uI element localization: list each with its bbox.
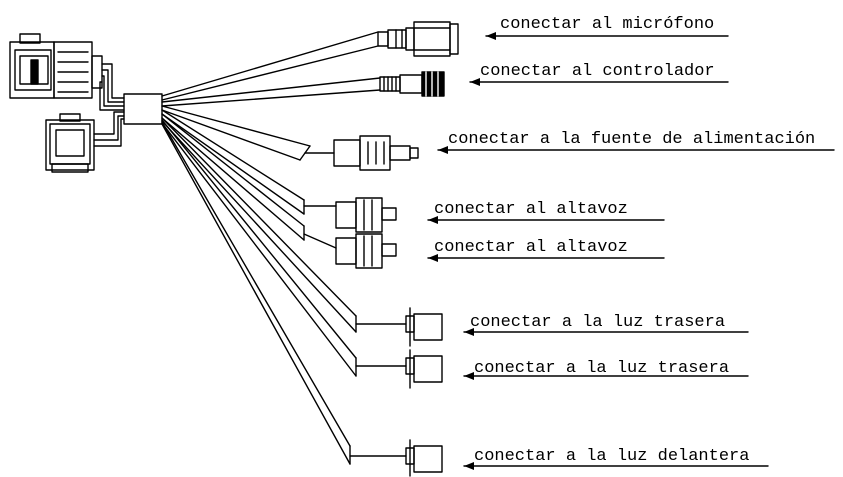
label-speaker-1: conectar al altavoz [434,200,628,219]
main-connector [9,33,103,99]
wire-bundle [93,63,125,147]
controller-connector-icon [425,71,439,97]
microphone-connector-icon [395,29,403,49]
label-speaker-2: conectar al altavoz [434,238,628,257]
cable-speaker-1 [161,109,397,233]
cable-microphone [161,21,459,101]
label-power-supply: conectar a la fuente de alimentación [448,130,815,149]
arrow-heads [428,32,496,470]
cable-front-light [161,121,443,477]
cable-speaker-2 [161,113,397,269]
cable-hub [123,93,163,125]
secondary-connector [45,113,95,173]
leader-arrows [427,35,835,467]
label-rear-light-1: conectar a la luz trasera [470,313,725,332]
label-rear-light-2: conectar a la luz trasera [474,359,729,378]
cable-rear-light-1 [161,117,443,347]
cable-power [161,105,419,171]
label-front-light: conectar a la luz delantera [474,447,749,466]
cable-rear-light-2 [161,119,443,389]
label-microphone: conectar al micrófono [500,15,714,34]
label-controller: conectar al controlador [480,62,715,81]
